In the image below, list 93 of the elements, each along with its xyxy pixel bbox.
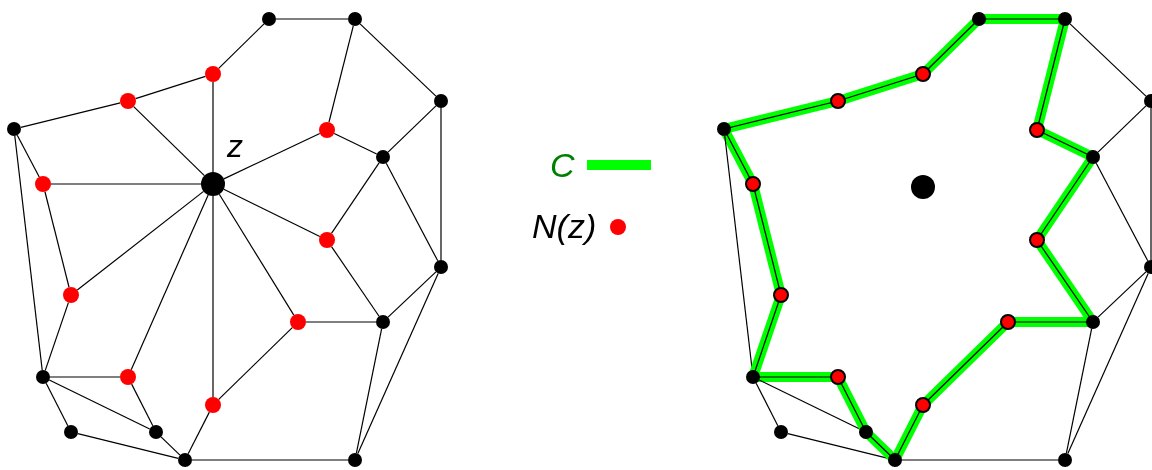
graph-vertex <box>746 370 760 384</box>
neighbor-vertex <box>120 369 136 385</box>
edge-line <box>44 191 70 288</box>
edge-line <box>191 459 349 461</box>
graph-vertex <box>434 94 448 108</box>
edge-line <box>48 379 151 430</box>
edge-line <box>50 183 202 185</box>
neighbor-vertex <box>1029 122 1045 138</box>
neighbor-vertex <box>63 287 79 303</box>
edge-line <box>1065 328 1093 454</box>
edge-line <box>355 328 383 454</box>
graph-vertex <box>888 453 902 467</box>
edge-line <box>130 194 209 371</box>
edge-line <box>212 195 214 398</box>
edge-line <box>45 382 69 427</box>
edge-line <box>387 271 437 318</box>
edge-line <box>223 188 321 238</box>
edge-line <box>440 107 442 261</box>
edge-line <box>187 411 210 455</box>
neighbor-vertex <box>1029 232 1045 248</box>
edge-line <box>305 321 377 323</box>
graph-vertex <box>1086 315 1100 329</box>
graph-vertex <box>36 370 50 384</box>
edge-line <box>218 327 293 400</box>
legend-label: N(z) <box>532 209 597 243</box>
edge-line <box>275 18 349 20</box>
graph-vertex <box>348 453 362 467</box>
edge-line <box>1095 162 1149 262</box>
edge-line <box>76 190 205 291</box>
edge-line <box>133 106 205 177</box>
edge-line <box>44 301 69 371</box>
edge-line <box>1097 105 1147 153</box>
edge-line <box>1097 271 1147 318</box>
graph-vertex <box>859 425 873 439</box>
edge-line <box>218 193 295 316</box>
graph-vertex <box>1058 453 1072 467</box>
graph-vertex <box>7 122 21 136</box>
edge-line <box>1067 272 1149 455</box>
edge-line <box>387 105 437 153</box>
center-vertex <box>911 175 935 199</box>
graph-vertex <box>434 260 448 274</box>
neighbor-vertex <box>319 232 335 248</box>
graph-vertex <box>262 12 276 26</box>
graph-vertex <box>1086 150 1100 164</box>
neighbor-vertex <box>915 397 931 413</box>
graph-vertex <box>376 150 390 164</box>
edge-line <box>77 433 179 459</box>
edge-line <box>333 132 378 155</box>
edge-line <box>16 134 40 178</box>
neighbor-vertex <box>773 287 789 303</box>
graph-vertex <box>1058 12 1072 26</box>
neighbor-vertex <box>205 66 221 82</box>
neighbor-vertex <box>319 122 335 138</box>
edge-line <box>212 81 214 173</box>
neighbor-vertex <box>290 314 306 330</box>
edge-line <box>758 379 861 430</box>
edge-line <box>901 459 1059 461</box>
edge-line <box>385 162 439 262</box>
legend-label: C <box>550 148 575 182</box>
edge-line <box>328 25 354 123</box>
neighbor-vertex <box>830 369 846 385</box>
edge-line <box>20 102 121 128</box>
neighbor-vertex <box>120 93 136 109</box>
edge-line <box>49 376 121 378</box>
edge-line <box>135 75 206 100</box>
graph-vertex <box>972 12 986 26</box>
edge-line <box>755 382 779 427</box>
edge-line <box>357 272 439 455</box>
graph-vertex <box>774 425 788 439</box>
neighbor-vertex <box>915 66 931 82</box>
edge-line <box>330 246 380 317</box>
neighbor-vertex <box>830 93 846 109</box>
edge-line <box>160 436 181 456</box>
edge-line <box>218 23 265 69</box>
edge-line <box>223 132 321 180</box>
graph-vertex <box>178 453 192 467</box>
edge-line <box>1150 107 1152 261</box>
graph-vertex <box>717 122 731 136</box>
vertex-label: z <box>227 130 243 162</box>
graph-vertex <box>376 315 390 329</box>
edge-line <box>330 162 380 234</box>
edge-line <box>1069 23 1147 97</box>
neighbor-vertex <box>745 176 761 192</box>
graph-vertex <box>149 425 163 439</box>
edge-line <box>359 23 437 97</box>
neighbor-vertex <box>205 397 221 413</box>
neighbor-vertex <box>35 176 51 192</box>
neighbor-vertex <box>1000 314 1016 330</box>
edge-line <box>14 135 43 371</box>
graph-vertex <box>64 425 78 439</box>
center-vertex-z <box>201 172 225 196</box>
edge-line <box>131 383 154 427</box>
graph-vertex <box>348 12 362 26</box>
